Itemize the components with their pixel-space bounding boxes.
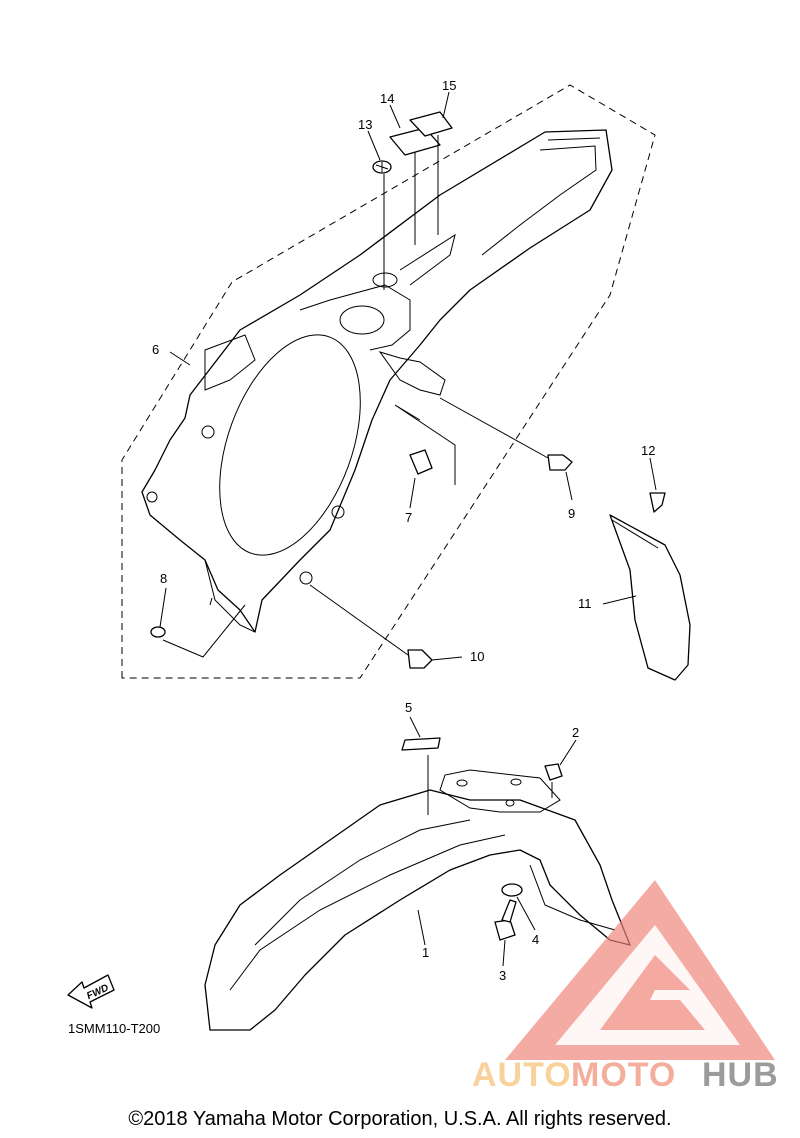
part-number-4: 4 xyxy=(532,932,539,947)
nut-7[interactable] xyxy=(394,404,456,485)
emblem-15[interactable] xyxy=(409,111,453,137)
diagram-code: 1SMM110-T200 xyxy=(68,1021,160,1036)
part-number-2: 2 xyxy=(572,725,579,740)
part-number-3: 3 xyxy=(499,968,506,983)
part-number-1: 1 xyxy=(422,945,429,960)
decal-5[interactable] xyxy=(401,737,441,815)
part-number-7: 7 xyxy=(405,510,412,525)
part-number-6: 6 xyxy=(152,342,159,357)
nut-2[interactable] xyxy=(544,763,563,798)
grommet-13[interactable] xyxy=(372,160,392,174)
assembly-boundary xyxy=(121,84,656,679)
leader-lines xyxy=(159,91,657,967)
part-number-5: 5 xyxy=(405,700,412,715)
collar-8[interactable] xyxy=(150,604,246,658)
part-number-8: 8 xyxy=(160,571,167,586)
svg-text:MOTO: MOTO xyxy=(571,1056,676,1094)
mud-flap-11[interactable] xyxy=(609,514,691,681)
part-number-13: 13 xyxy=(358,117,372,132)
screw-12[interactable] xyxy=(649,492,666,513)
fwd-arrow-icon: FWD xyxy=(67,974,115,1009)
washer-4[interactable] xyxy=(501,883,523,897)
bolt-10[interactable] xyxy=(309,584,433,669)
part-number-15: 15 xyxy=(442,78,456,93)
automotohub-watermark: AUTO MOTO HUB xyxy=(472,880,779,1094)
part-number-9: 9 xyxy=(568,506,575,521)
bolt-3[interactable] xyxy=(494,899,517,941)
part-number-14: 14 xyxy=(380,91,394,106)
copyright-notice: ©2018 Yamaha Motor Corporation, U.S.A. A… xyxy=(128,1108,671,1130)
rear-fender[interactable] xyxy=(141,129,613,633)
bolt-9[interactable] xyxy=(439,397,573,471)
svg-text:HUB: HUB xyxy=(702,1056,779,1094)
part-number-11: 11 xyxy=(578,596,592,611)
part-number-12: 12 xyxy=(641,443,655,458)
svg-text:AUTO: AUTO xyxy=(472,1056,572,1094)
part-number-10: 10 xyxy=(470,649,484,664)
